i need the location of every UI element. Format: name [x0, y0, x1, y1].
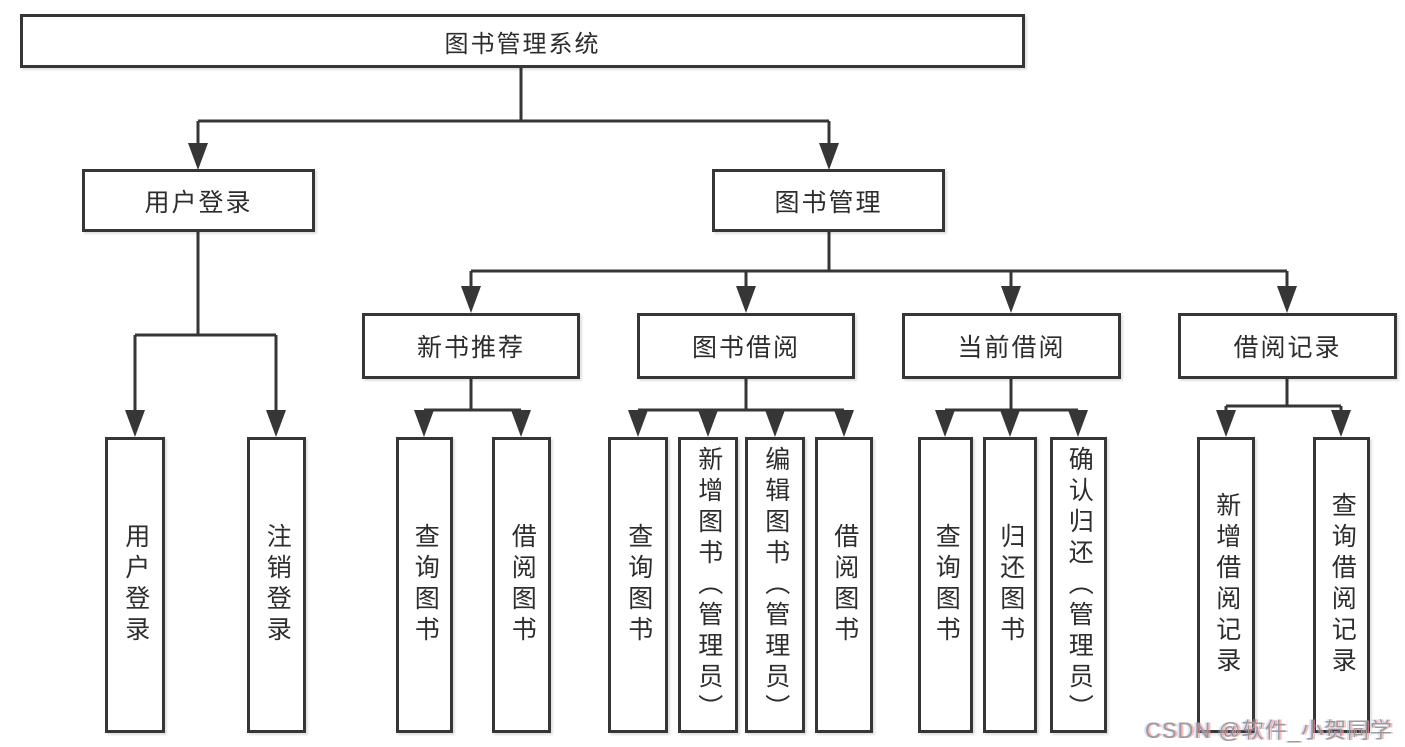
leaf-borrow-books: 借阅图书 — [815, 437, 873, 733]
leaf-add-book-admin: 新增图书（管理员） — [678, 437, 738, 733]
leaf-confirm-return-admin: 确认归还（管理员） — [1050, 437, 1107, 733]
arrow-down-icons — [125, 143, 1351, 437]
leaf-query-borrow-record: 查询借阅记录 — [1313, 437, 1370, 733]
leaf-edit-book-admin: 编辑图书（管理员） — [745, 437, 805, 733]
leaf-user-login: 用户登录 — [105, 437, 165, 733]
leaf-logout: 注销登录 — [247, 437, 306, 733]
leaf-query-books-current: 查询图书 — [918, 437, 973, 733]
node-current-borrow: 当前借阅 — [902, 313, 1121, 379]
watermark: CSDN @软件_小贺同学 — [1144, 718, 1393, 743]
leaf-return-book: 归还图书 — [983, 437, 1037, 733]
node-borrow-records: 借阅记录 — [1178, 313, 1397, 379]
node-book-management: 图书管理 — [712, 169, 945, 232]
leaf-query-books-recommend: 查询图书 — [396, 437, 453, 733]
leaf-borrow-books-recommend: 借阅图书 — [492, 437, 551, 733]
node-book-borrow: 图书借阅 — [637, 313, 855, 379]
leaf-query-books-borrow: 查询图书 — [608, 437, 668, 733]
leaf-add-borrow-record: 新增借阅记录 — [1197, 437, 1255, 733]
node-system-root: 图书管理系统 — [20, 14, 1025, 68]
node-user-login: 用户登录 — [82, 169, 315, 232]
node-new-book-recommend: 新书推荐 — [362, 313, 580, 379]
